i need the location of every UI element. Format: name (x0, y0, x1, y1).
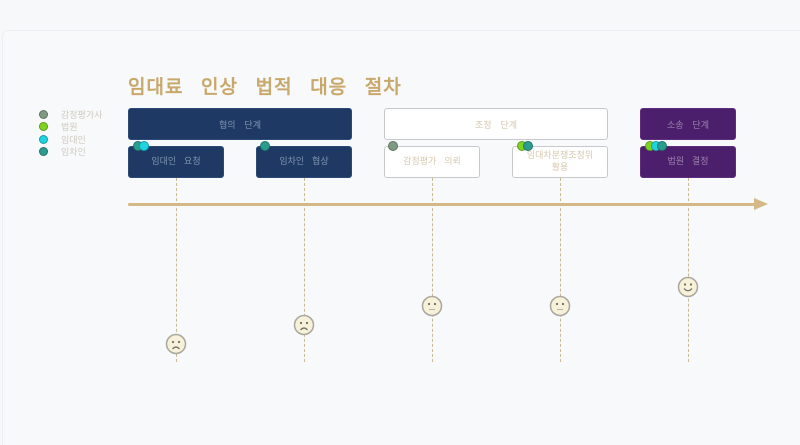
legend-dot-tenant (39, 147, 48, 157)
legend-label: 감정평가사 (61, 110, 103, 121)
legend-label: 임차인 (61, 148, 86, 159)
legend-item-court: 법원 (39, 121, 102, 134)
timeline-axis (128, 203, 758, 206)
step-landlord-request: 임대인 요청 (128, 146, 224, 178)
sad-face-icon (165, 333, 187, 355)
stage-mediation: 조정 단계 (384, 108, 608, 140)
diagram-title: 임대료 인상 법적 대응 절차 (128, 76, 402, 98)
actor-dot-appraiser (388, 141, 398, 151)
sad-face-icon (293, 314, 315, 336)
legend-item-tenant: 임차인 (39, 146, 102, 159)
step-appraisal-request: 감정평가 의뢰 (384, 146, 480, 178)
diagram-panel (2, 30, 800, 445)
neutral-face-icon (421, 295, 443, 317)
happy-face-icon (677, 276, 699, 298)
timeline-arrow-icon (754, 198, 768, 210)
legend: 감정평가사 법원 임대인 임차인 (39, 108, 102, 158)
step-connector-line (560, 178, 561, 362)
legend-item-appraiser: 감정평가사 (39, 108, 102, 121)
legend-label: 법원 (61, 123, 78, 134)
legend-dot-court (39, 122, 48, 132)
actor-dot-landlord (139, 141, 149, 151)
legend-dot-appraiser (39, 109, 48, 119)
actor-dot-tenant (523, 141, 533, 151)
step-tenant-negotiation: 임차인 협상 (256, 146, 352, 178)
step-connector-line (432, 178, 433, 362)
legend-dot-landlord (39, 134, 48, 144)
legend-label: 임대인 (61, 135, 86, 146)
stage-negotiation: 협의 단계 (128, 108, 352, 140)
step-connector-line (176, 178, 177, 362)
top-bar (0, 0, 800, 24)
step-dispute-committee: 임대차분쟁조정위 활용 (512, 146, 608, 178)
step-connector-line (304, 178, 305, 362)
step-connector-line (688, 178, 689, 362)
stage-litigation: 소송 단계 (640, 108, 736, 140)
neutral-face-icon (549, 295, 571, 317)
actor-dot-tenant (657, 141, 667, 151)
actor-dot-tenant (260, 141, 270, 151)
legend-item-landlord: 임대인 (39, 133, 102, 146)
step-court-decision: 법원 결정 (640, 146, 736, 178)
